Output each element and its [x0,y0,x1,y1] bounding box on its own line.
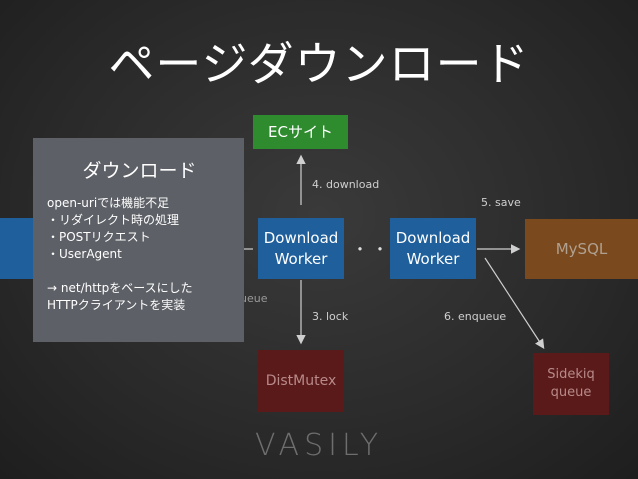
edge-label-download: 4. download [312,178,380,191]
edge-label-save: 5. save [481,196,521,209]
sidekiq-queue-node: Sidekiq queue [533,353,609,415]
callout-line: HTTPクライアントを実装 [47,298,186,312]
worker1-line2: Worker [274,249,328,268]
edge-label-lock: 3. lock [312,310,349,323]
edge-label-enqueue: 6. enqueue [444,310,507,323]
callout-line: → net/httpをベースにした [47,281,193,295]
vasily-logo: VASILY [254,428,384,463]
callout-line: ・POSTリクエスト [47,230,151,244]
callout-line: ・リダイレクト時の処理 [47,213,180,227]
download-worker-node-2: Download Worker [390,218,476,279]
worker2-line1: Download [395,228,471,247]
mysql-node: MySQL [525,219,638,279]
page-title: ページダウンロード [108,37,530,91]
sidekiq-line1: Sidekiq [547,367,595,382]
worker2-line2: Worker [406,249,460,268]
ellipsis: ・・・ [352,240,413,259]
download-worker-node-1: Download Worker [258,218,344,279]
ec-site-node: ECサイト [253,115,348,149]
callout-line: ・UserAgent [47,247,122,261]
left-worker-stub [0,218,36,279]
worker1-line1: Download [263,228,339,247]
callout-line: open-uriでは機能不足 [47,196,170,210]
arrow-enqueue [484,257,545,350]
dist-mutex-node: DistMutex [258,350,344,412]
sidekiq-line2: queue [550,385,592,400]
edge-label-partial-queue: ueue [240,292,268,305]
download-callout: ダウンロード open-uriでは機能不足 ・リダイレクト時の処理 ・POSTリ… [33,138,244,342]
callout-title: ダウンロード [82,160,197,182]
